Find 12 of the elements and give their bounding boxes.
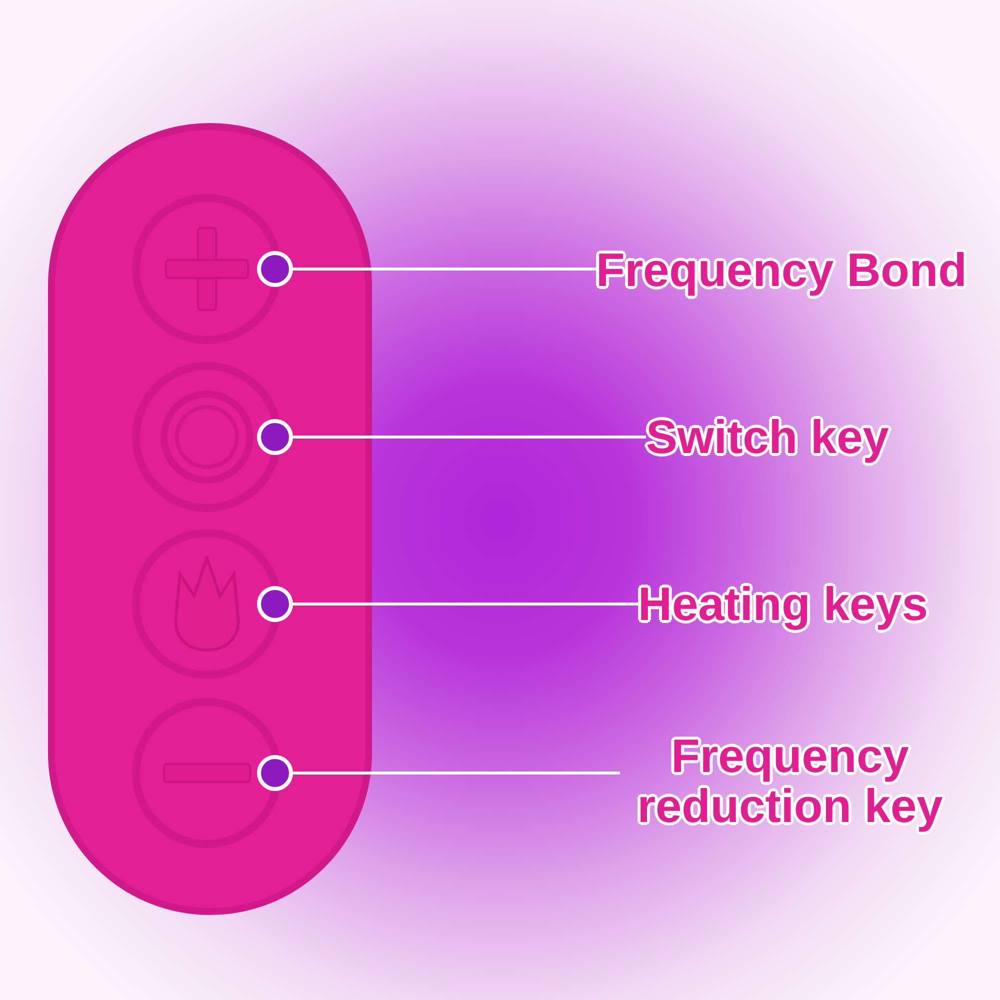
callout-label: Heating keys [638,579,928,629]
control-key [132,698,282,848]
leader-line [257,586,638,622]
callout-label: Frequency Bond [596,245,967,295]
callout-label: Frequency reduction key [620,731,960,831]
callout-label: Switch key [646,412,889,462]
leader-line [257,251,596,287]
control-key [132,362,282,512]
leader-line [257,755,620,791]
leader-line [257,419,646,455]
control-key [132,194,282,344]
control-key [132,529,282,679]
